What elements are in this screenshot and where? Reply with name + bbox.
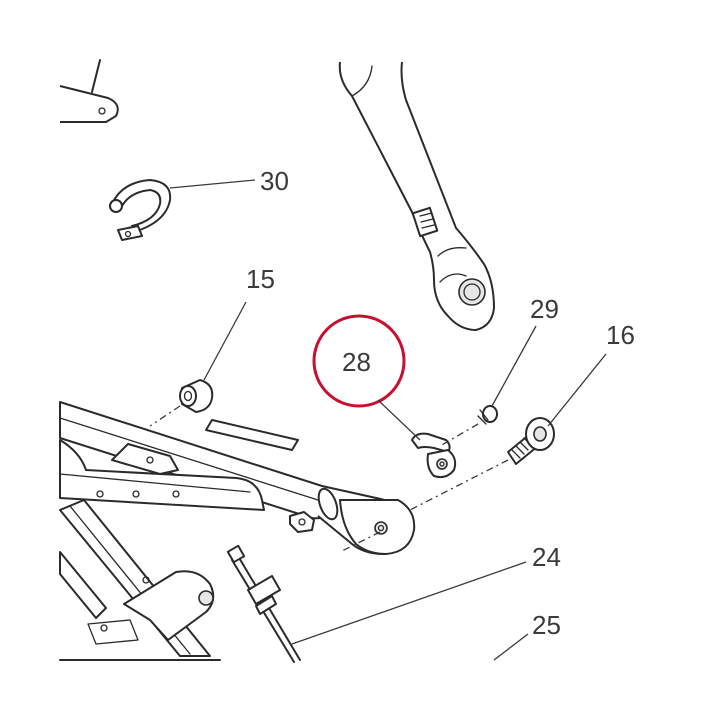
leader-24 <box>291 561 527 645</box>
part-number-15: 15 <box>246 264 275 294</box>
axis-line-15 <box>149 405 181 427</box>
leader-15 <box>203 301 247 381</box>
leader-16 <box>547 353 607 427</box>
leader-29 <box>491 325 537 407</box>
top-left-bracket <box>59 59 119 123</box>
axis-line-pivot <box>339 531 381 553</box>
leader-30 <box>169 179 256 189</box>
clip-bracket-part-28[interactable] <box>411 432 457 479</box>
cable-part-24[interactable] <box>226 544 301 663</box>
clip-ring-part-30[interactable] <box>109 179 172 241</box>
frame-arm-upper <box>338 61 495 331</box>
leader-25 <box>493 633 529 661</box>
pivot-tube <box>289 485 416 555</box>
part-number-24: 24 <box>532 542 561 572</box>
part-number-16: 16 <box>606 320 635 350</box>
part-number-28: 28 <box>342 347 371 377</box>
lower-frame <box>59 401 336 661</box>
bushing-part-15[interactable] <box>179 379 214 413</box>
part-number-29: 29 <box>530 294 559 324</box>
axis-line-29 <box>439 423 479 447</box>
part-number-25: 25 <box>532 610 561 640</box>
part-number-30: 30 <box>260 166 289 196</box>
highlight-circle-28 <box>312 314 406 408</box>
axis-line-16 <box>409 459 509 511</box>
leader-28 <box>377 399 421 441</box>
bolt-part-16[interactable] <box>507 417 555 465</box>
rivet-part-29[interactable] <box>477 405 498 425</box>
